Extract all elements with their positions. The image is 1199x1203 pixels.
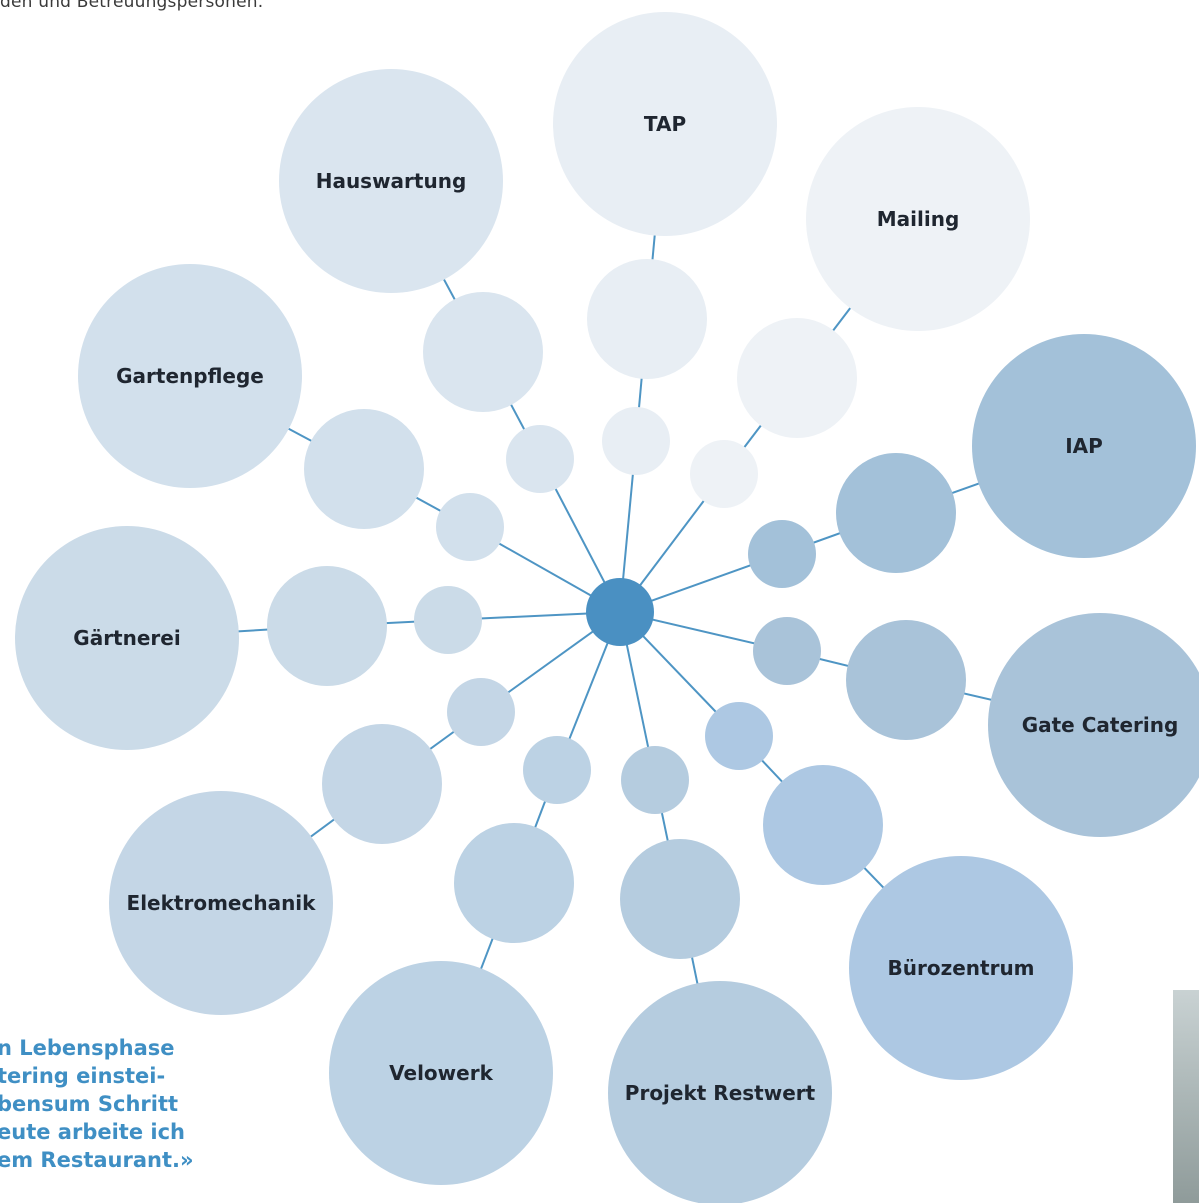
node-small-circle (447, 678, 515, 746)
node-label: Elektromechanik (127, 891, 317, 915)
quote-line: eute arbeite ich (0, 1120, 185, 1144)
quote-line: bensum Schritt (0, 1092, 179, 1116)
node-small-circle (753, 617, 821, 685)
node-medium-circle (763, 765, 883, 885)
node-small-circle (748, 520, 816, 588)
node-large-circle (279, 69, 503, 293)
node-medium-circle (454, 823, 574, 943)
node-label: Velowerk (389, 1061, 493, 1085)
node-large-circle (972, 334, 1196, 558)
node-label: Bürozentrum (887, 956, 1034, 980)
node-label: Hauswartung (316, 169, 467, 193)
node-small-circle (621, 746, 689, 814)
node-label: Gartenpflege (116, 364, 264, 388)
node-label: TAP (644, 112, 686, 136)
node-large-circle (329, 961, 553, 1185)
node-medium-circle (587, 259, 707, 379)
node-label: Projekt Restwert (625, 1081, 816, 1105)
node-label: Gärtnerei (73, 626, 180, 650)
node-large-circle (849, 856, 1073, 1080)
node-medium-circle (267, 566, 387, 686)
node-small-circle (690, 440, 758, 508)
photo-fragment (1173, 990, 1199, 1203)
node-small-circle (436, 493, 504, 561)
node-label: Mailing (877, 207, 960, 231)
node-large-circle (806, 107, 1030, 331)
node-medium-circle (737, 318, 857, 438)
quote-line: em Restaurant.» (0, 1148, 194, 1172)
node-large-circle (109, 791, 333, 1015)
quote-line: n Lebensphase (0, 1036, 175, 1060)
node-label: Gate Catering (1022, 713, 1179, 737)
node-medium-circle (846, 620, 966, 740)
node-large-circle (553, 12, 777, 236)
node-small-circle (523, 736, 591, 804)
node-medium-circle (836, 453, 956, 573)
node-large-circle (78, 264, 302, 488)
node-medium-circle (423, 292, 543, 412)
node-large-circle (988, 613, 1199, 837)
node-large-circle (15, 526, 239, 750)
quote-text: n Lebensphase tering einstei- bensum Sch… (0, 1034, 194, 1174)
node-large-circle (608, 981, 832, 1203)
node-medium-circle (322, 724, 442, 844)
node-circles (15, 12, 1199, 1203)
node-small-circle (602, 407, 670, 475)
node-medium-circle (620, 839, 740, 959)
hub-circle (586, 578, 654, 646)
node-small-circle (506, 425, 574, 493)
node-label: IAP (1065, 434, 1103, 458)
intro-text-fragment: den und Betreuungspersonen. (0, 0, 264, 12)
node-small-circle (414, 586, 482, 654)
node-small-circle (705, 702, 773, 770)
quote-line: tering einstei- (0, 1064, 166, 1088)
node-medium-circle (304, 409, 424, 529)
